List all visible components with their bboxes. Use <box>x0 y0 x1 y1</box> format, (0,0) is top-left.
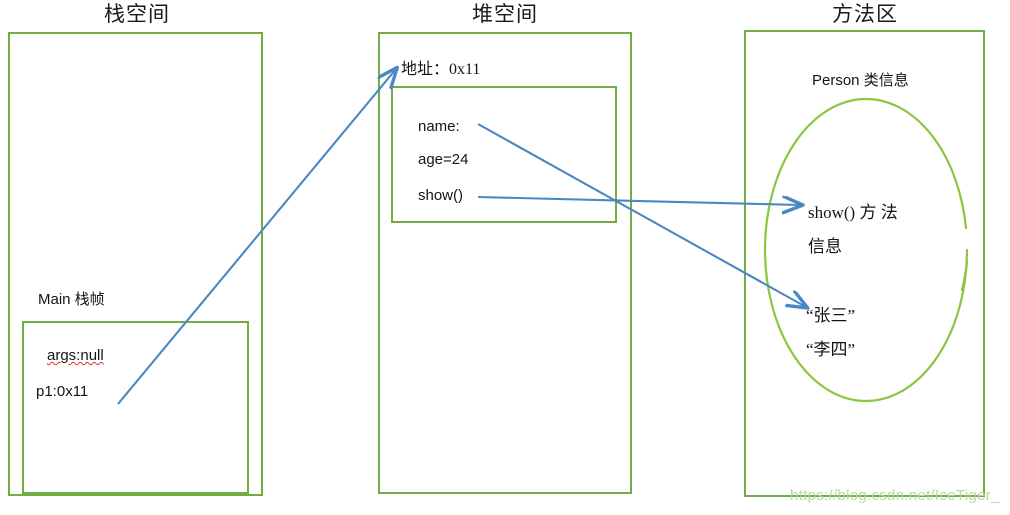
heap-field-show: show() <box>418 187 464 204</box>
method-region-box <box>744 30 985 497</box>
person-class-label: Person 类信息 <box>812 72 909 89</box>
method-info-line2: 信息 <box>808 237 842 256</box>
heap-field-age: age=24 <box>418 151 469 168</box>
method-region-title: 方法区 <box>832 3 898 26</box>
heap-field-name: name: <box>418 118 460 135</box>
heap-address-label: 地址：0x11 <box>399 60 483 80</box>
stack-entry-args: args:null <box>47 346 104 366</box>
stack-region-title: 栈空间 <box>104 3 170 26</box>
heap-region-title: 堆空间 <box>472 3 538 26</box>
main-frame-label: Main 栈帧 <box>38 291 105 308</box>
watermark-text: https://blog.csdn.net/IceTiger_ <box>790 487 1000 504</box>
stack-entry-args-text: args:null <box>47 347 104 364</box>
stack-entry-p1: p1:0x11 <box>36 383 89 400</box>
method-info-line1: show() 方 法 <box>808 203 898 222</box>
string-pool-item-lisi: “李四” <box>806 340 856 359</box>
string-pool-item-zhangsan: “张三” <box>806 306 856 325</box>
